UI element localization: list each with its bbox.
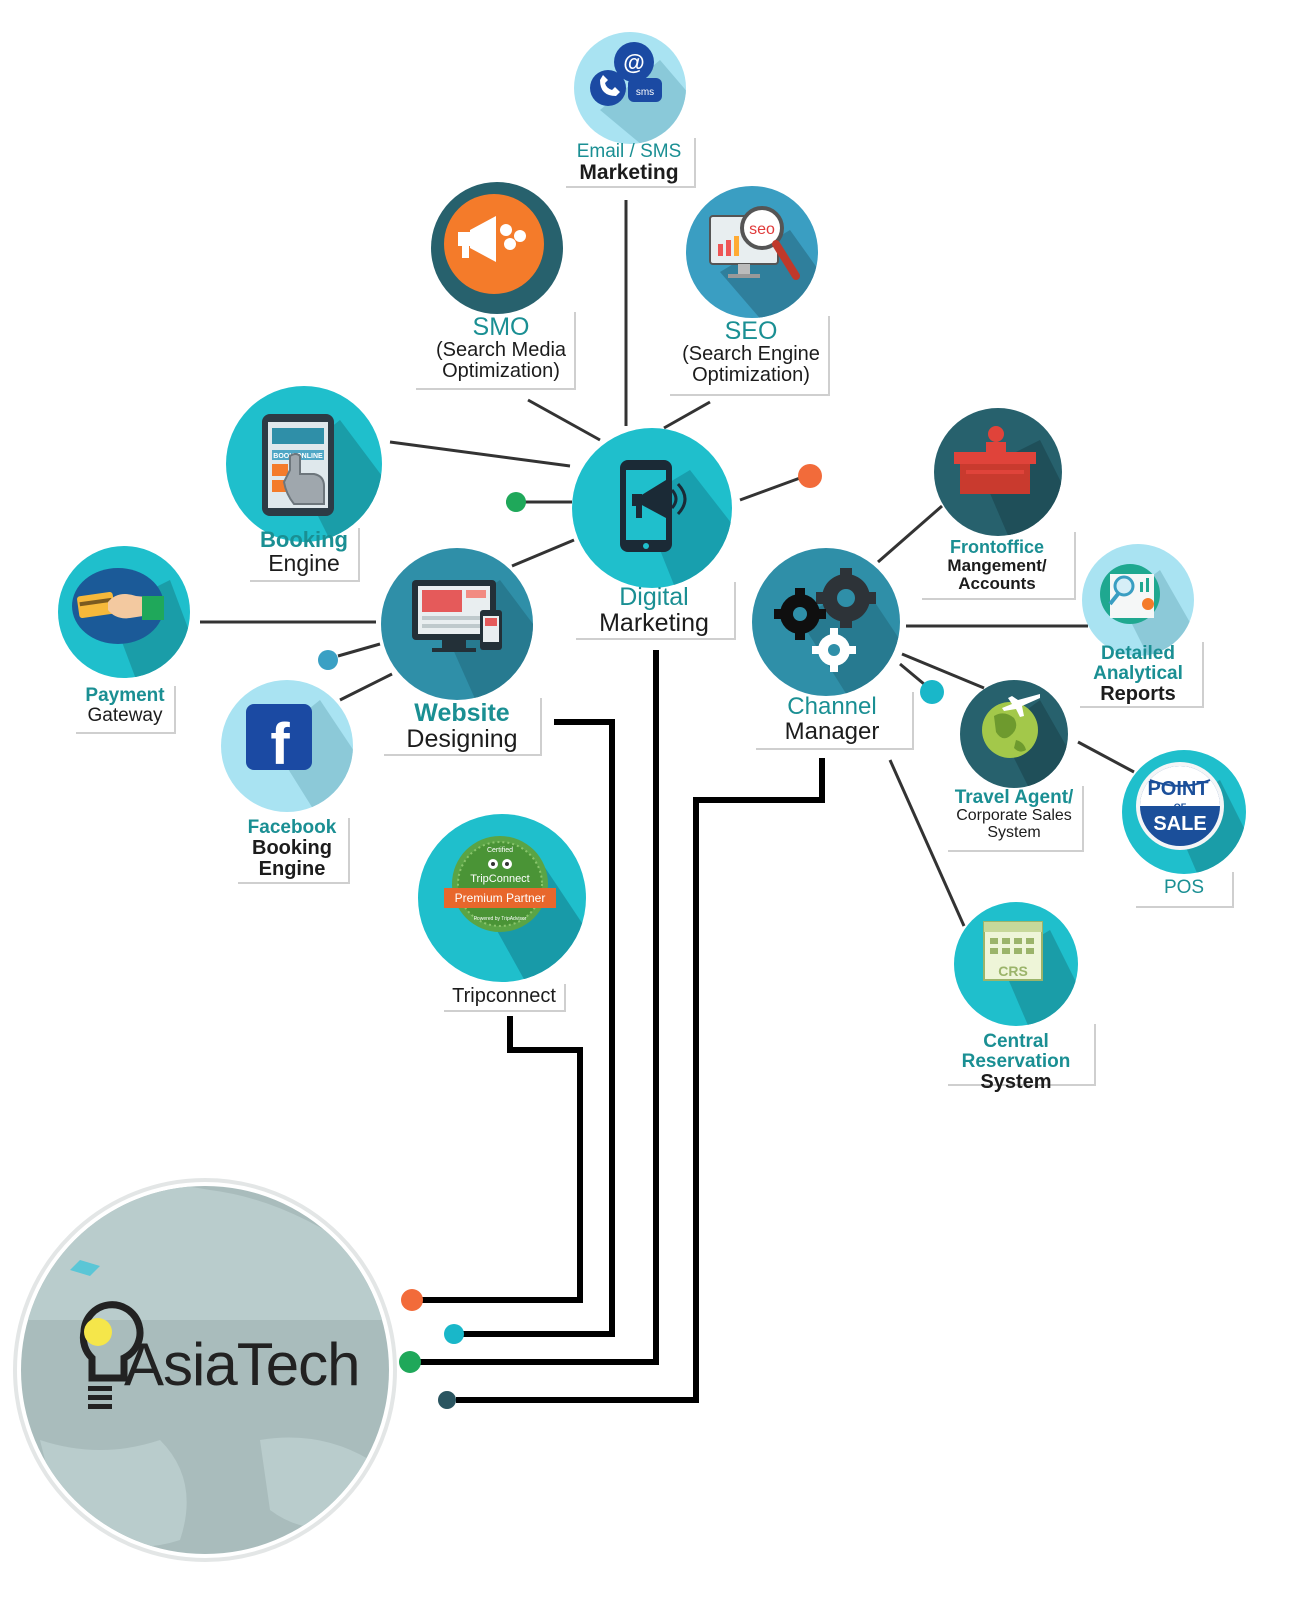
asiatech-globe-logo <box>13 1178 397 1562</box>
connector-lines <box>200 200 1135 927</box>
frontoffice-label: Frontoffice Mangement/ Accounts <box>947 537 1047 593</box>
front-desk-icon <box>934 408 1062 536</box>
tripconnect-badge-icon: Certified TripConnect Premium Partner Po… <box>418 814 586 982</box>
connector-dot <box>920 680 944 704</box>
svg-text:Powered by TripAdvisor: Powered by TripAdvisor <box>474 916 527 922</box>
digital-marketing-label: Digital Marketing <box>599 583 709 638</box>
pos-label: POS <box>1163 877 1205 898</box>
seo-frame <box>670 316 830 396</box>
connector-dot <box>399 1351 421 1373</box>
digital-marketing-frame <box>576 582 736 640</box>
smo-frame <box>416 312 576 390</box>
responsive-devices-icon <box>381 548 533 700</box>
crs-label: Central Reservation System <box>961 1031 1071 1093</box>
frontoffice-frame <box>922 532 1076 600</box>
email-sms-label: Email / SMS Marketing <box>576 141 682 184</box>
seo-label: SEO (Search Engine Optimization) <box>682 317 820 387</box>
pos-frame <box>1136 872 1234 908</box>
travel-agent-label: Travel Agent/ Corporate Sales System <box>954 787 1074 841</box>
connector-dot <box>506 492 526 512</box>
facebook-icon: f <box>221 680 353 812</box>
svg-text:@: @ <box>623 50 644 75</box>
email-sms-icon: @ sms <box>574 32 686 144</box>
tablet-book-online-icon: BOOK ONLINE <box>226 386 382 542</box>
smo-label: SMO (Search Media Optimization) <box>435 313 567 383</box>
svg-text:OF: OF <box>1174 802 1187 812</box>
megaphone-social-icon <box>431 182 563 314</box>
booking-engine-label: Booking Engine <box>260 527 348 577</box>
email-sms-frame <box>566 138 696 188</box>
svg-text:Premium Partner: Premium Partner <box>455 891 546 905</box>
facebook-booking-frame <box>238 818 350 884</box>
point-of-sale-icon: POINT OF SALE <box>1122 750 1246 874</box>
asiatech-logo-text: AsiaTech <box>124 1331 360 1398</box>
connector-dot <box>318 650 338 670</box>
svg-text:f: f <box>270 712 290 777</box>
channel-manager-label: Channel Manager <box>784 693 880 746</box>
crs-frame <box>948 1024 1096 1086</box>
globe-plane-icon <box>960 680 1068 788</box>
gears-icon <box>752 548 900 696</box>
svg-text:CRS: CRS <box>998 963 1028 979</box>
card-payment-icon <box>58 546 190 678</box>
channel-manager-frame <box>756 692 914 750</box>
svg-text:seo: seo <box>749 221 775 238</box>
seo-magnifier-icon: seo <box>686 186 818 318</box>
trunk-lines <box>420 650 825 1403</box>
facebook-booking-label: Facebook Booking Engine <box>247 817 337 880</box>
calendar-crs-icon: CRS <box>954 902 1078 1026</box>
phone-megaphone-icon <box>572 428 732 588</box>
booking-engine-frame <box>250 528 360 582</box>
analytical-frame <box>1080 642 1204 708</box>
svg-text:POINT: POINT <box>1147 778 1208 800</box>
connector-dot <box>444 1324 464 1344</box>
connector-dot <box>798 464 822 488</box>
payment-gateway-label: Payment Gateway <box>85 685 165 726</box>
connector-dot <box>438 1391 456 1409</box>
svg-text:sms: sms <box>636 87 654 98</box>
tripconnect-frame <box>444 984 566 1012</box>
tripconnect-label: Tripconnect <box>452 985 556 1007</box>
svg-text:SALE: SALE <box>1153 813 1206 835</box>
svg-text:TripConnect: TripConnect <box>470 873 530 885</box>
svg-text:Certified: Certified <box>487 847 513 854</box>
connector-dot <box>401 1289 423 1311</box>
travel-agent-frame <box>948 786 1084 852</box>
analytical-label: Detailed Analytical Reports <box>1093 643 1183 705</box>
website-designing-label: Website Designing <box>406 699 518 754</box>
website-designing-frame <box>384 698 542 756</box>
payment-gateway-frame <box>76 686 176 734</box>
